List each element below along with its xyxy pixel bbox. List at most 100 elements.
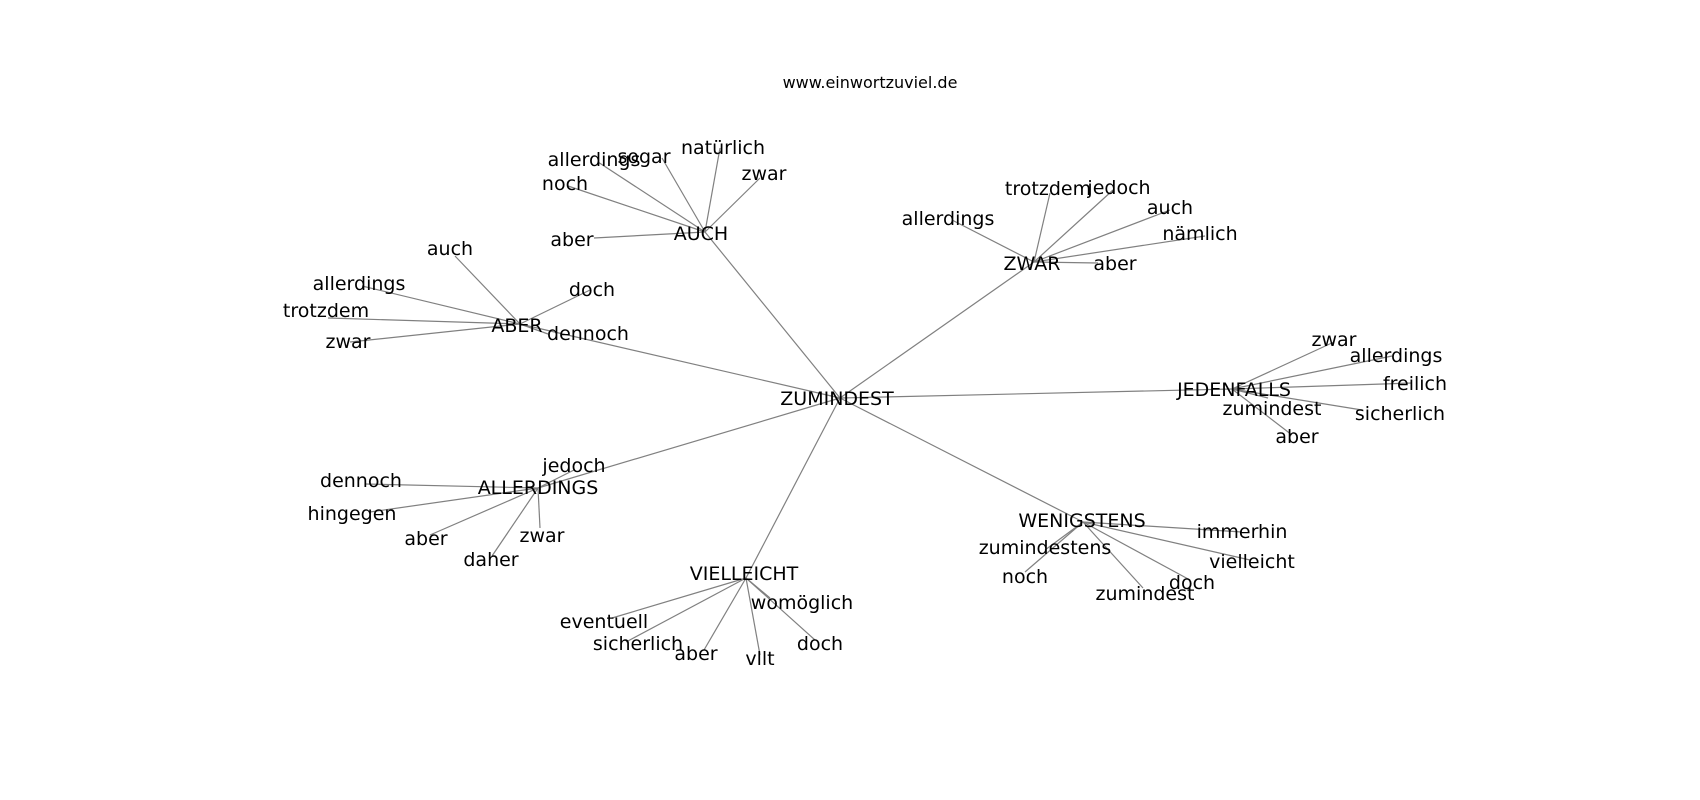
word-node-label: freilich — [1383, 373, 1447, 395]
word-node-label: eventuell — [560, 611, 648, 633]
word-node-label: doch — [569, 279, 615, 301]
word-node-label: sicherlich — [593, 633, 683, 655]
edges-layer — [327, 147, 1413, 656]
word-node-label: nämlich — [1162, 223, 1237, 245]
edge-hub-to-word — [327, 317, 521, 325]
hub-node-label: JEDENFALLS — [1176, 379, 1291, 401]
edge-hub-to-word — [349, 323, 521, 343]
word-node-label: allerdings — [902, 208, 995, 230]
word-node-label: natürlich — [681, 137, 765, 159]
word-node-label: immerhin — [1197, 521, 1288, 543]
word-node-label: daher — [463, 549, 518, 571]
edge-hub-to-word — [1033, 209, 1171, 263]
edge-center-to-hub — [839, 397, 1084, 523]
edge-hub-to-word — [1082, 521, 1251, 561]
word-node-label: sogar — [617, 146, 670, 168]
edge-hub-to-word — [1231, 382, 1413, 390]
word-node-label: zwar — [520, 525, 565, 547]
word-node-label: vllt — [745, 648, 774, 670]
center-node-label: ZUMINDEST — [780, 388, 894, 410]
word-node-label: jedoch — [541, 455, 605, 477]
edge-hub-to-word — [597, 161, 706, 233]
edge-hub-to-word — [745, 577, 816, 641]
word-node-label: zumindest — [1096, 583, 1195, 605]
edge-hub-to-word — [364, 483, 539, 489]
word-node-label: doch — [1169, 572, 1215, 594]
word-node-label: noch — [1002, 566, 1048, 588]
edge-hub-to-word — [1033, 192, 1051, 263]
word-node-label: allerdings — [313, 273, 406, 295]
edge-hub-to-word — [1231, 388, 1293, 436]
edge-hub-to-word — [519, 289, 591, 325]
edge-center-to-hub — [519, 323, 841, 399]
word-node-label: zwar — [1312, 329, 1357, 351]
word-node-label: aber — [550, 229, 593, 251]
edge-hub-to-word — [429, 487, 539, 536]
edge-hub-to-word — [611, 577, 747, 619]
edge-hub-to-word — [1231, 341, 1335, 390]
word-node-label: trotzdem — [283, 300, 369, 322]
edge-hub-to-word — [1044, 521, 1084, 551]
edge-center-to-hub — [704, 231, 841, 399]
word-node-label: sicherlich — [1355, 403, 1445, 425]
word-node-label: hingegen — [308, 503, 397, 525]
edge-hub-to-word — [1033, 261, 1099, 264]
edge-hub-to-word — [1024, 521, 1084, 573]
edge-hub-to-word — [1033, 235, 1206, 263]
hub-node-label: ABER — [491, 315, 542, 337]
edge-hub-to-word — [661, 157, 706, 233]
word-node-label: jedoch — [1086, 177, 1150, 199]
edge-hub-to-word — [1231, 388, 1363, 411]
word-node-label: zumindestens — [979, 537, 1112, 559]
word-node-label: dennoch — [320, 470, 402, 492]
word-node-label: noch — [542, 173, 588, 195]
edge-hub-to-word — [454, 255, 521, 325]
edge-hub-to-word — [1082, 521, 1243, 533]
word-node-label: doch — [797, 633, 843, 655]
edge-center-to-hub — [537, 397, 841, 489]
word-node-label: aber — [404, 528, 447, 550]
edge-center-to-hub — [839, 261, 1035, 399]
edge-hub-to-word — [537, 487, 541, 529]
hub-node-label: WENIGSTENS — [1018, 510, 1145, 532]
word-node-label: aber — [1275, 426, 1318, 448]
edge-hub-to-word — [625, 577, 747, 643]
word-node-label: zwar — [742, 163, 787, 185]
edge-hub-to-word — [703, 577, 747, 651]
diagram-title: www.einwortzuviel.de — [783, 73, 958, 92]
edge-hub-to-word — [369, 487, 539, 513]
edge-hub-to-word — [704, 147, 721, 233]
word-node-label: womöglich — [751, 592, 853, 614]
edge-hub-to-word — [519, 323, 549, 335]
edge-center-to-hub — [745, 397, 841, 579]
hub-node-label: ZWAR — [1004, 253, 1061, 275]
hub-node-label: VIELLEICHT — [690, 563, 799, 585]
edge-hub-to-word — [704, 177, 761, 233]
hub-node-label: AUCH — [674, 223, 728, 245]
word-node-label: vielleicht — [1209, 551, 1295, 573]
edge-hub-to-word — [537, 469, 575, 489]
edge-hub-to-word — [593, 231, 706, 239]
word-node-label: trotzdem — [1005, 178, 1091, 200]
word-node-label: allerdings — [1350, 345, 1443, 367]
word-node-label: aber — [674, 643, 717, 665]
edge-hub-to-word — [745, 577, 761, 656]
word-node-label: auch — [1147, 197, 1193, 219]
word-node-label: auch — [427, 238, 473, 260]
word-node-label: allerdings — [548, 149, 641, 171]
word-node-label: zwar — [326, 331, 371, 353]
edge-center-to-hub — [839, 388, 1233, 399]
edge-hub-to-word — [1231, 355, 1393, 390]
edge-hub-to-word — [951, 219, 1035, 263]
edge-hub-to-word — [1033, 189, 1114, 263]
word-node-label: zumindest — [1223, 398, 1322, 420]
hub-node-label: ALLERDINGS — [478, 477, 599, 499]
edge-hub-to-word — [567, 185, 706, 233]
edge-hub-to-word — [491, 487, 539, 557]
edge-hub-to-word — [1082, 521, 1191, 581]
edge-hub-to-word — [1082, 521, 1144, 589]
word-node-label: dennoch — [547, 323, 629, 345]
edge-hub-to-word — [361, 285, 521, 325]
